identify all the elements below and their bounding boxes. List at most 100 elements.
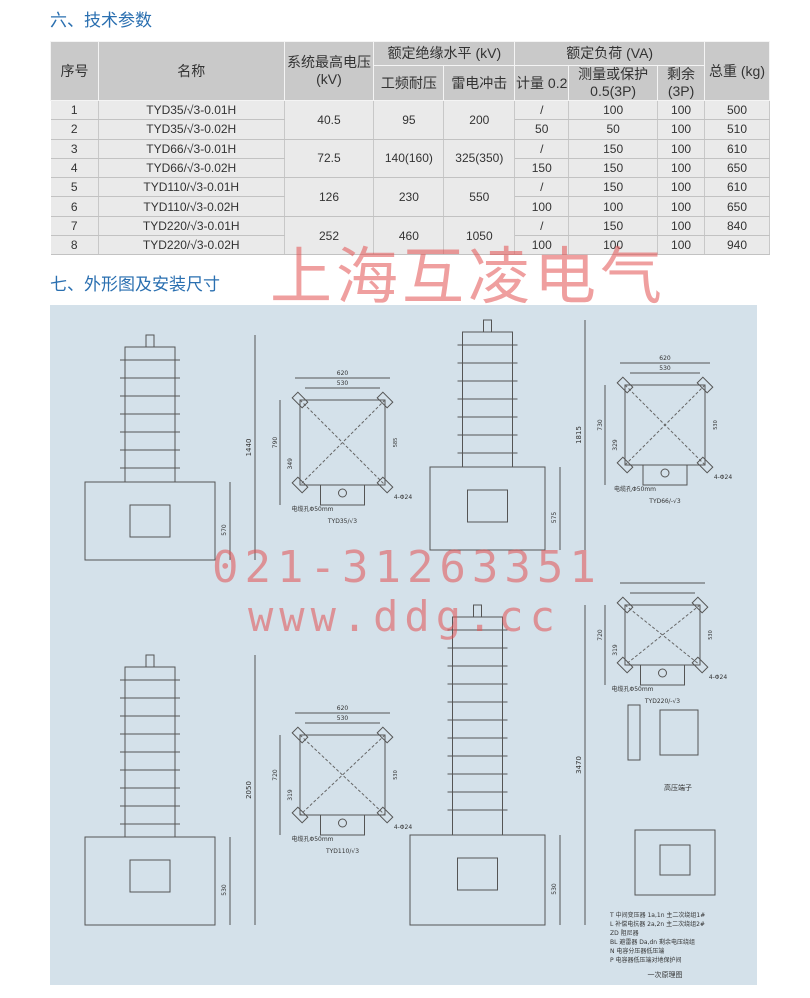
holes-label: 4-Φ24 — [394, 824, 413, 831]
cell-w: 840 — [704, 216, 770, 237]
header-weight: 总重 (kg) — [704, 41, 770, 101]
cell-mp: 100 — [568, 100, 659, 121]
dimension-height: 730 — [597, 419, 604, 431]
cell-no: 2 — [50, 119, 99, 140]
cell-umax: 72.5 — [284, 139, 375, 179]
mounting-foot — [376, 391, 394, 409]
model-label: TYD110/√3 — [325, 848, 359, 855]
dimension-height: 720 — [597, 629, 604, 641]
cell-m: 150 — [514, 158, 570, 179]
header-lightning: 雷电冲击 — [443, 65, 516, 101]
schematic-reactor — [659, 844, 691, 876]
legend-line: N 电容分压器低压端 — [610, 947, 664, 955]
cell-mp: 100 — [568, 235, 659, 256]
base-tank — [429, 466, 546, 551]
cell-m: / — [514, 100, 570, 121]
cell-umax: 252 — [284, 216, 375, 256]
cell-w: 510 — [704, 119, 770, 140]
cell-name: TYD110/√3-0.01H — [98, 177, 285, 198]
mounting-foot — [691, 656, 709, 674]
cell-m: / — [514, 216, 570, 237]
mounting-foot — [291, 726, 309, 744]
mounting-foot — [696, 376, 714, 394]
header-load: 额定负荷 (VA) — [514, 41, 706, 66]
diagonal — [624, 604, 701, 666]
holes-label: 4-Φ24 — [709, 674, 728, 681]
cell-r: 100 — [657, 100, 706, 121]
height-dimension: 2050 — [245, 781, 253, 799]
cell-w: 610 — [704, 177, 770, 198]
dimension-620: 620 — [337, 370, 349, 377]
hv-terminal-front — [659, 709, 699, 756]
cell-no: 1 — [50, 100, 99, 121]
dimension-side: 530 — [713, 420, 719, 430]
diagonal — [299, 734, 386, 816]
mounting-foot — [291, 476, 309, 494]
cell-umax: 40.5 — [284, 100, 375, 140]
cell-mp: 150 — [568, 216, 659, 237]
mounting-foot — [696, 456, 714, 474]
cell-mp: 150 — [568, 139, 659, 159]
hv-terminal-side — [627, 704, 641, 761]
cell-name: TYD66/√3-0.01H — [98, 139, 285, 159]
cell-r: 100 — [657, 139, 706, 159]
dimension-620: 620 — [659, 355, 671, 362]
cell-umax: 126 — [284, 177, 375, 217]
cell-pf: 460 — [373, 216, 445, 256]
cell-pf: 230 — [373, 177, 445, 217]
cell-m: 100 — [514, 196, 570, 217]
mounting-foot — [616, 456, 634, 474]
header-measure: 测量或保护 0.5(3P) — [568, 65, 659, 101]
mounting-foot — [616, 656, 634, 674]
cell-no: 6 — [50, 196, 99, 217]
header-power-freq: 工频耐压 — [373, 65, 445, 101]
dimension-height-2: 319 — [612, 644, 619, 656]
cell-w: 650 — [704, 196, 770, 217]
header-metering: 计量 0.2 — [514, 65, 570, 101]
terminal-box — [457, 857, 498, 891]
legend-line: L 补偿电抗器 2a,2n 主二次绕组2# — [610, 920, 705, 928]
cell-m: / — [514, 139, 570, 159]
cell-r: 100 — [657, 235, 706, 256]
mounting-foot — [616, 596, 634, 614]
cell-w: 940 — [704, 235, 770, 256]
cable-hole-label: 电缆孔Φ50mm — [614, 485, 656, 493]
terminal-box — [129, 859, 171, 893]
terminal-shape — [473, 604, 482, 618]
section-title-parameters: 六、技术参数 — [50, 11, 152, 31]
cell-name: TYD35/√3-0.01H — [98, 100, 285, 121]
mounting-foot — [291, 391, 309, 409]
dimension-side: 530 — [708, 630, 714, 640]
cell-no: 4 — [50, 158, 99, 179]
mounting-foot — [691, 596, 709, 614]
cable-hole — [658, 668, 667, 678]
mounting-foot — [291, 806, 309, 824]
cell-w: 610 — [704, 139, 770, 159]
cell-w: 500 — [704, 100, 770, 121]
cell-m: / — [514, 177, 570, 198]
holes-label: 4-Φ24 — [714, 474, 733, 481]
legend-line: P 电容器低压端对地保护间 — [610, 956, 682, 964]
cable-box — [640, 664, 685, 686]
dimension-height: 790 — [272, 437, 279, 449]
holes-label: 4-Φ24 — [394, 494, 413, 501]
cell-m: 50 — [514, 119, 570, 140]
terminal-box — [129, 504, 171, 538]
cell-mp: 100 — [568, 196, 659, 217]
dimension-620: 620 — [337, 705, 349, 712]
base-tank — [409, 834, 546, 926]
height-dimension: 1815 — [575, 426, 583, 444]
dimension-530: 530 — [659, 365, 671, 372]
cell-r: 100 — [657, 177, 706, 198]
terminal-shape — [145, 334, 155, 348]
schematic — [634, 829, 716, 896]
schematic-caption: 一次原理图 — [648, 970, 683, 979]
cable-hole — [338, 488, 347, 498]
model-label: TYD220/-√3 — [644, 698, 680, 705]
cell-r: 100 — [657, 196, 706, 217]
dimension-height-2: 349 — [287, 458, 294, 470]
